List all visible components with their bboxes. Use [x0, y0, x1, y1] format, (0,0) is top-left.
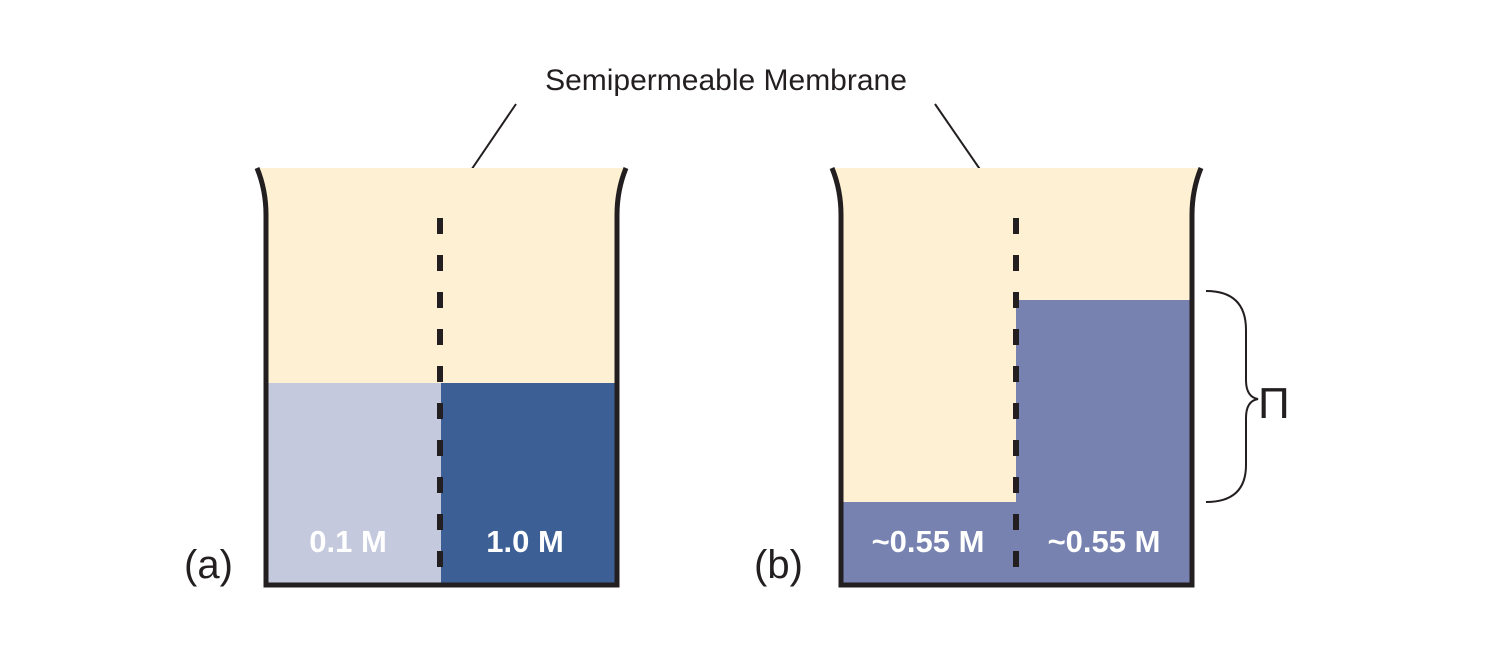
panel-label-a: (a) [184, 543, 233, 587]
dilute-solution [266, 383, 441, 585]
solution-left-b [841, 502, 1016, 585]
beaker-outline-b [829, 167, 1204, 588]
concentrated-solution [441, 383, 617, 585]
osmotic-pressure-symbol: Π [1258, 379, 1290, 428]
concentration-left-b: ~0.55 M [872, 524, 985, 559]
beaker-a: 0.1 M 1.0 M (a) [184, 167, 629, 588]
beaker-outline-a [254, 167, 629, 588]
pressure-brace-icon [1205, 290, 1259, 503]
concentration-right-a: 1.0 M [486, 524, 564, 559]
membrane-title: Semipermeable Membrane [545, 64, 907, 97]
panel-label-b: (b) [754, 543, 803, 587]
beaker-b: ~0.55 M ~0.55 M (b) Π [754, 167, 1290, 588]
concentration-right-b: ~0.55 M [1048, 524, 1161, 559]
concentration-left-a: 0.1 M [309, 524, 387, 559]
solution-right-b [1016, 300, 1192, 585]
